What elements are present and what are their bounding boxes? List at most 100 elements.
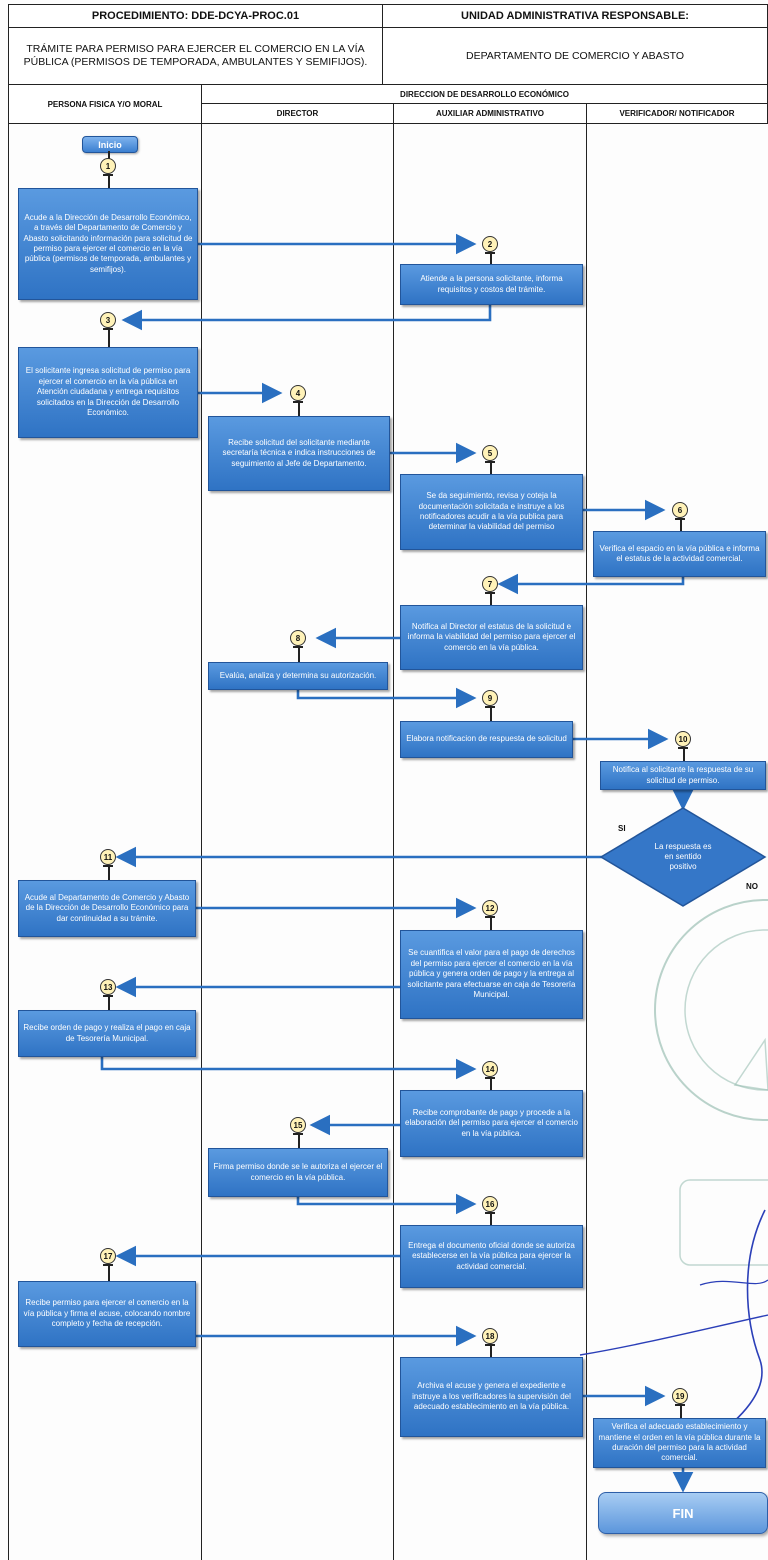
step-number-13-text: 13 xyxy=(103,982,113,992)
step-11-tbar xyxy=(103,865,113,867)
step-box-1: Acude a la Dirección de Desarrollo Econó… xyxy=(18,188,198,300)
lane-divider-3 xyxy=(586,124,587,1560)
step-box-13: Recibe orden de pago y realiza el pago e… xyxy=(18,1010,196,1057)
decision-text: La respuesta es en sentido positivo xyxy=(630,835,736,879)
step-9-text: Elabora notificacion de respuesta de sol… xyxy=(406,734,567,744)
decision-text-content: La respuesta es en sentido positivo xyxy=(654,842,712,871)
step-number-14: 14 xyxy=(482,1061,498,1077)
step-10-text: Notifica al solicitante la respuesta de … xyxy=(612,765,754,785)
step-number-9: 9 xyxy=(482,690,498,706)
step-14-stem xyxy=(490,1077,492,1090)
end-label: FIN xyxy=(672,1505,694,1521)
step-number-9-text: 9 xyxy=(487,693,493,703)
responsible-unit: DEPARTAMENTO DE COMERCIO Y ABASTO xyxy=(382,27,768,85)
responsible-unit-text: DEPARTAMENTO DE COMERCIO Y ABASTO xyxy=(465,49,685,62)
step-number-18-text: 18 xyxy=(485,1331,495,1341)
step-number-8: 8 xyxy=(290,630,306,646)
step-9-tbar xyxy=(485,706,495,708)
procedure-code-text: PROCEDIMIENTO: DDE-DCYA-PROC.01 xyxy=(91,10,300,22)
arrow-15-16 xyxy=(296,1193,477,1215)
step-number-19-text: 19 xyxy=(675,1391,685,1401)
step-5-text: Se da seguimiento, revisa y coteja la do… xyxy=(418,491,565,532)
step-7-stem xyxy=(490,592,492,605)
step-box-10: Notifica al solicitante la respuesta de … xyxy=(600,761,766,790)
step-number-4: 4 xyxy=(290,385,306,401)
step-number-15-text: 15 xyxy=(293,1120,303,1130)
step-12-tbar xyxy=(485,916,495,918)
step-18-text: Archiva el acuse y genera el expediente … xyxy=(412,1381,571,1412)
start-terminal: Inicio xyxy=(82,136,138,153)
step-box-19: Verifica el adecuado establecimiento y m… xyxy=(593,1418,766,1468)
step-number-8-text: 8 xyxy=(295,633,301,643)
step-number-3-text: 3 xyxy=(105,315,111,325)
step-8-tbar xyxy=(293,646,303,648)
step-number-10-text: 10 xyxy=(678,734,688,744)
step-14-tbar xyxy=(485,1077,495,1079)
step-box-16: Entrega el documento oficial donde se au… xyxy=(400,1225,583,1288)
procedure-title: TRÁMITE PARA PERMISO PARA EJERCER EL COM… xyxy=(8,27,383,85)
step-7-tbar xyxy=(485,592,495,594)
step-number-3: 3 xyxy=(100,312,116,328)
procedure-title-text: TRÁMITE PARA PERMISO PARA EJERCER EL COM… xyxy=(23,43,368,68)
step-10-tbar xyxy=(678,747,688,749)
step-box-4: Recibe solicitud del solicitante mediant… xyxy=(208,416,390,491)
step-number-17: 17 xyxy=(100,1248,116,1264)
step-4-text: Recibe solicitud del solicitante mediant… xyxy=(222,437,376,468)
step-7-text: Notifica al Director el estatus de la so… xyxy=(407,621,576,652)
step-3-text: El solicitante ingresa solicitud de perm… xyxy=(25,366,191,418)
step-15-text: Firma permiso donde se le autoriza el ej… xyxy=(213,1162,383,1182)
lane-divider-left xyxy=(8,124,9,1560)
step-6-stem xyxy=(680,518,682,531)
step-box-12: Se cuantifica el valor para el pago de d… xyxy=(400,930,583,1019)
decision-no-text: NO xyxy=(746,882,758,891)
step-box-8: Evalúa, analiza y determina su autorizac… xyxy=(208,662,388,690)
lane-auxiliar-text: AUXILIAR ADMINISTRATIVO xyxy=(436,109,544,118)
lane-director-text: DIRECTOR xyxy=(276,109,319,118)
lane-header-persona: PERSONA FISICA Y/O MORAL xyxy=(8,84,202,124)
step-9-stem xyxy=(490,706,492,721)
step-5-stem xyxy=(490,461,492,474)
step-number-12: 12 xyxy=(482,900,498,916)
step-number-17-text: 17 xyxy=(103,1251,113,1261)
step-number-2: 2 xyxy=(482,236,498,252)
step-number-11-text: 11 xyxy=(103,852,113,862)
step-box-11: Acude al Departamento de Comercio y Abas… xyxy=(18,880,196,937)
step-number-14-text: 14 xyxy=(485,1064,495,1074)
step-3-tbar xyxy=(103,328,113,330)
arrow-2-3 xyxy=(121,305,492,331)
step-number-7: 7 xyxy=(482,576,498,592)
step-4-stem xyxy=(298,401,300,416)
step-18-stem xyxy=(490,1344,492,1357)
arrow-13-14 xyxy=(100,1057,477,1080)
step-number-16: 16 xyxy=(482,1196,498,1212)
decision-no-label: NO xyxy=(746,882,758,891)
step-16-text: Entrega el documento oficial donde se au… xyxy=(408,1240,575,1271)
decision-yes-label: SI xyxy=(618,824,626,833)
lane-persona-text: PERSONA FISICA Y/O MORAL xyxy=(47,99,163,109)
step-19-tbar xyxy=(675,1404,685,1406)
step-number-12-text: 12 xyxy=(485,903,495,913)
step-15-tbar xyxy=(293,1133,303,1135)
end-terminal: FIN xyxy=(598,1492,768,1534)
step-3-stem xyxy=(108,328,110,347)
step-10-stem xyxy=(683,747,685,761)
step-17-text: Recibe permiso para ejercer el comercio … xyxy=(23,1298,191,1329)
step-number-7-text: 7 xyxy=(487,579,493,589)
step-13-text: Recibe orden de pago y realiza el pago e… xyxy=(23,1023,191,1043)
step-box-18: Archiva el acuse y genera el expediente … xyxy=(400,1357,583,1437)
step-4-tbar xyxy=(293,401,303,403)
step-2-stem xyxy=(490,252,492,264)
step-14-text: Recibe comprobante de pago y procede a l… xyxy=(405,1107,578,1138)
step-number-15: 15 xyxy=(290,1117,306,1133)
step-number-1-text: 1 xyxy=(105,161,111,171)
step-number-10: 10 xyxy=(675,731,691,747)
step-11-stem xyxy=(108,865,110,880)
step-box-14: Recibe comprobante de pago y procede a l… xyxy=(400,1090,583,1157)
step-17-tbar xyxy=(103,1264,113,1266)
step-16-stem xyxy=(490,1212,492,1225)
responsible-unit-label-text: UNIDAD ADMINISTRATIVA RESPONSABLE: xyxy=(461,10,689,22)
step-19-stem xyxy=(680,1404,682,1418)
lane-header-director: DIRECTOR xyxy=(201,103,394,124)
step-number-6: 6 xyxy=(672,502,688,518)
step-5-tbar xyxy=(485,461,495,463)
